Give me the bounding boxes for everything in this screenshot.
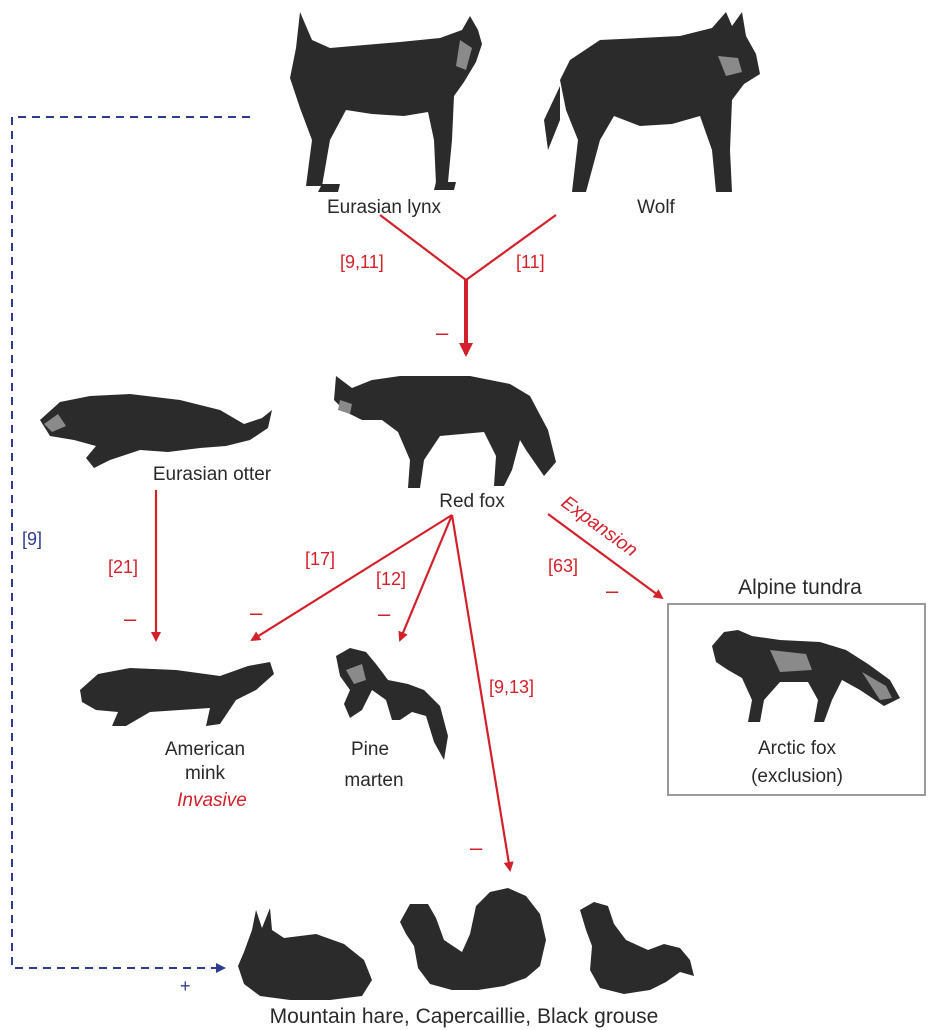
mink-label-line2: mink	[185, 763, 226, 784]
lynx-illustration	[290, 12, 482, 192]
ref-fox-to-prey: [9,13]	[489, 677, 534, 697]
negative-sign-fox-prey: –	[470, 835, 483, 860]
lynx-to-fox-line	[380, 215, 466, 280]
arctic-fox-label-line2: (exclusion)	[751, 766, 843, 787]
mink-label-line1: American	[165, 739, 245, 760]
capercaillie-illustration	[400, 888, 546, 990]
fox-to-mink-arrow	[252, 515, 452, 640]
ref-lynx-to-prey: [9]	[22, 529, 42, 549]
mink-invasive-label: Invasive	[177, 790, 247, 811]
negative-sign-fox-arctic: –	[606, 578, 619, 603]
american-mink-illustration	[80, 662, 274, 726]
red-fox-illustration	[334, 376, 556, 488]
prey-label: Mountain hare, Capercaillie, Black grous…	[270, 1005, 659, 1028]
marten-label-line2: marten	[344, 770, 403, 791]
lynx-label: Eurasian lynx	[327, 197, 442, 218]
red-fox-label: Red fox	[439, 491, 505, 512]
ref-wolf-to-fox: [11]	[516, 252, 545, 272]
alpine-tundra-label: Alpine tundra	[738, 576, 862, 599]
ref-fox-to-marten: [12]	[376, 569, 406, 589]
wolf-illustration	[544, 12, 760, 192]
negative-sign-fox-mink: –	[250, 600, 263, 625]
wolf-label: Wolf	[637, 197, 675, 218]
lynx-to-prey-dashed-arrow	[12, 117, 250, 968]
ref-fox-to-mink: [17]	[305, 549, 335, 569]
marten-label-line1: Pine	[351, 739, 389, 760]
fox-to-marten-arrow	[400, 515, 452, 640]
ref-otter-to-mink: [21]	[108, 557, 138, 577]
positive-sign-lynx-prey: +	[180, 976, 191, 996]
black-grouse-illustration	[580, 902, 694, 994]
mountain-hare-illustration	[238, 908, 372, 1000]
negative-sign-fox-marten: –	[378, 601, 391, 626]
arctic-fox-label-line1: Arctic fox	[758, 738, 837, 759]
otter-label: Eurasian otter	[153, 464, 272, 485]
ref-lynx-to-fox: [9,11]	[340, 252, 384, 272]
eurasian-otter-illustration	[40, 394, 272, 468]
negative-sign-otter-mink: –	[124, 606, 137, 631]
ref-fox-to-arctic: [63]	[548, 556, 578, 576]
arctic-fox-illustration	[712, 630, 900, 722]
negative-sign-fox: –	[436, 320, 449, 345]
